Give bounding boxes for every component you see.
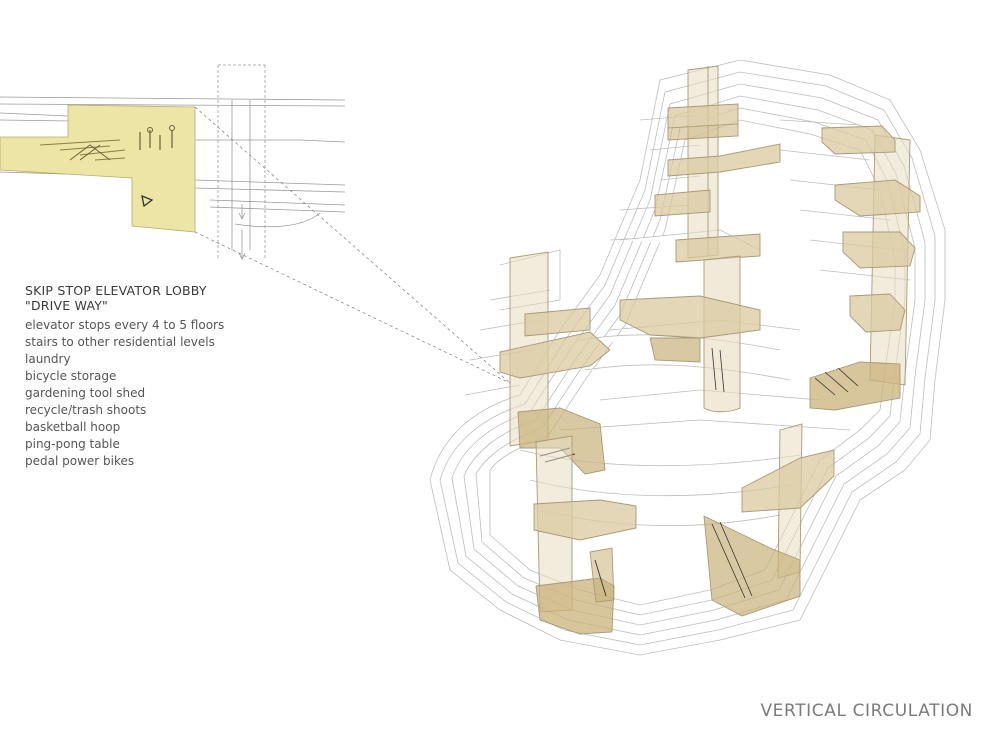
list-item: laundry [25, 352, 71, 366]
list-item: gardening tool shed [25, 386, 146, 400]
list-item: stairs to other residential levels [25, 335, 215, 349]
list-item: pedal power bikes [25, 454, 135, 468]
annotation-subtitle: "DRIVE WAY" [25, 298, 109, 313]
list-item: recycle/trash shoots [25, 403, 147, 417]
lobby-highlight [0, 104, 196, 233]
leader-lines [194, 106, 511, 384]
list-item: basketball hoop [25, 420, 121, 434]
core-south [703, 423, 835, 617]
list-item: elevator stops every 4 to 5 floors [25, 318, 225, 332]
core-west [499, 251, 637, 635]
core-north [619, 65, 781, 413]
lobby-section-detail [0, 64, 346, 260]
core-east [809, 125, 921, 411]
list-item: bicycle storage [25, 369, 117, 383]
annotation-title: SKIP STOP ELEVATOR LOBBY [25, 283, 207, 298]
annotation-block: SKIP STOP ELEVATOR LOBBY "DRIVE WAY" ele… [25, 283, 285, 470]
page-title: VERTICAL CIRCULATION [760, 701, 973, 721]
list-item: ping-pong table [25, 437, 120, 451]
annotation-list: elevator stops every 4 to 5 floors stair… [25, 317, 285, 470]
